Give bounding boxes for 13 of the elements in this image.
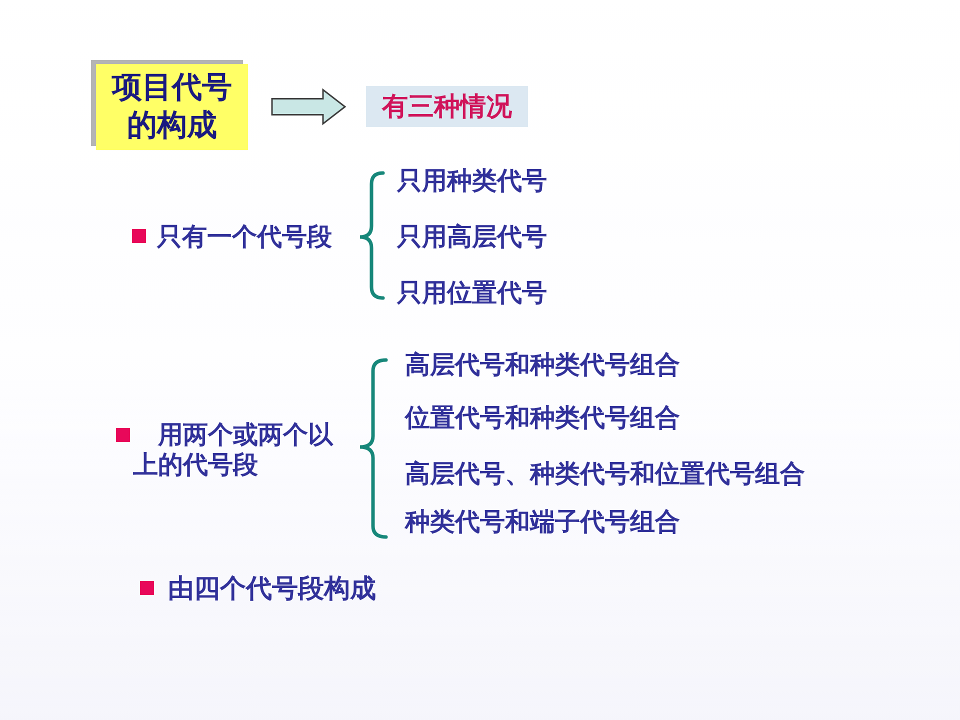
option-text: 只用高层代号 xyxy=(397,222,547,252)
option-text: 种类代号和端子代号组合 xyxy=(405,507,680,537)
option-text: 高层代号、种类代号和位置代号组合 xyxy=(405,459,805,489)
list-item-text: 由四个代号段构成 xyxy=(168,574,376,604)
list-item-text: 用两个或两个以上的代号段 xyxy=(133,420,334,480)
option-text: 高层代号和种类代号组合 xyxy=(405,350,680,380)
text-box: 有三种情况 xyxy=(366,86,528,127)
option-text: 只用种类代号 xyxy=(397,166,547,196)
title-box: 项目代号的构成 xyxy=(96,64,248,150)
block-arrow xyxy=(271,88,346,126)
list-item-text: 只有一个代号段 xyxy=(157,222,332,252)
option-text: 只用位置代号 xyxy=(397,278,547,308)
option-text: 位置代号和种类代号组合 xyxy=(405,403,680,433)
